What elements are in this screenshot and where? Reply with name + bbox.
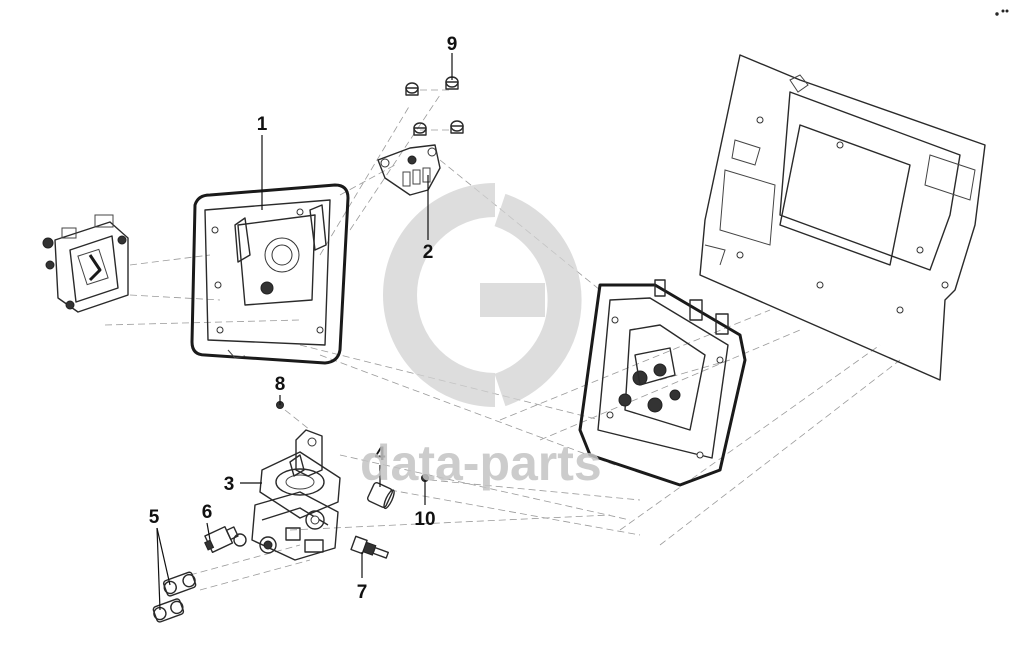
plate-with-valve-assembly — [578, 279, 747, 487]
part-1-housing-plate — [190, 183, 350, 365]
valve-body — [233, 491, 339, 561]
callout-5: 5 — [149, 507, 160, 528]
leader-lines — [156, 53, 453, 611]
callout-8: 8 — [275, 374, 286, 395]
corner-mark — [995, 9, 1009, 16]
callout-10: 10 — [414, 509, 435, 530]
part-6-fitting — [204, 526, 239, 554]
part-9-nuts — [405, 76, 464, 136]
callout-2: 2 — [423, 242, 434, 263]
watermark-text: data-parts — [360, 435, 602, 491]
part-7-sensor — [350, 535, 389, 559]
part-3-valve-cover — [259, 429, 341, 519]
watermark-logo — [383, 183, 582, 407]
callout-labels: 1 2 3 4 5 6 7 8 9 10 — [149, 34, 458, 603]
gd-monogram-icon — [383, 183, 496, 407]
callout-9: 9 — [447, 34, 458, 55]
part-4-sleeve — [366, 481, 395, 510]
valve-block-left — [42, 214, 129, 313]
callout-4: 4 — [375, 444, 386, 465]
part-2-bracket — [377, 144, 441, 196]
callout-3: 3 — [224, 474, 235, 495]
callout-6: 6 — [202, 502, 213, 523]
large-mounting-panel — [699, 54, 986, 381]
callout-7: 7 — [357, 582, 368, 603]
callout-1: 1 — [257, 114, 268, 135]
part-5-connectors — [152, 571, 197, 623]
